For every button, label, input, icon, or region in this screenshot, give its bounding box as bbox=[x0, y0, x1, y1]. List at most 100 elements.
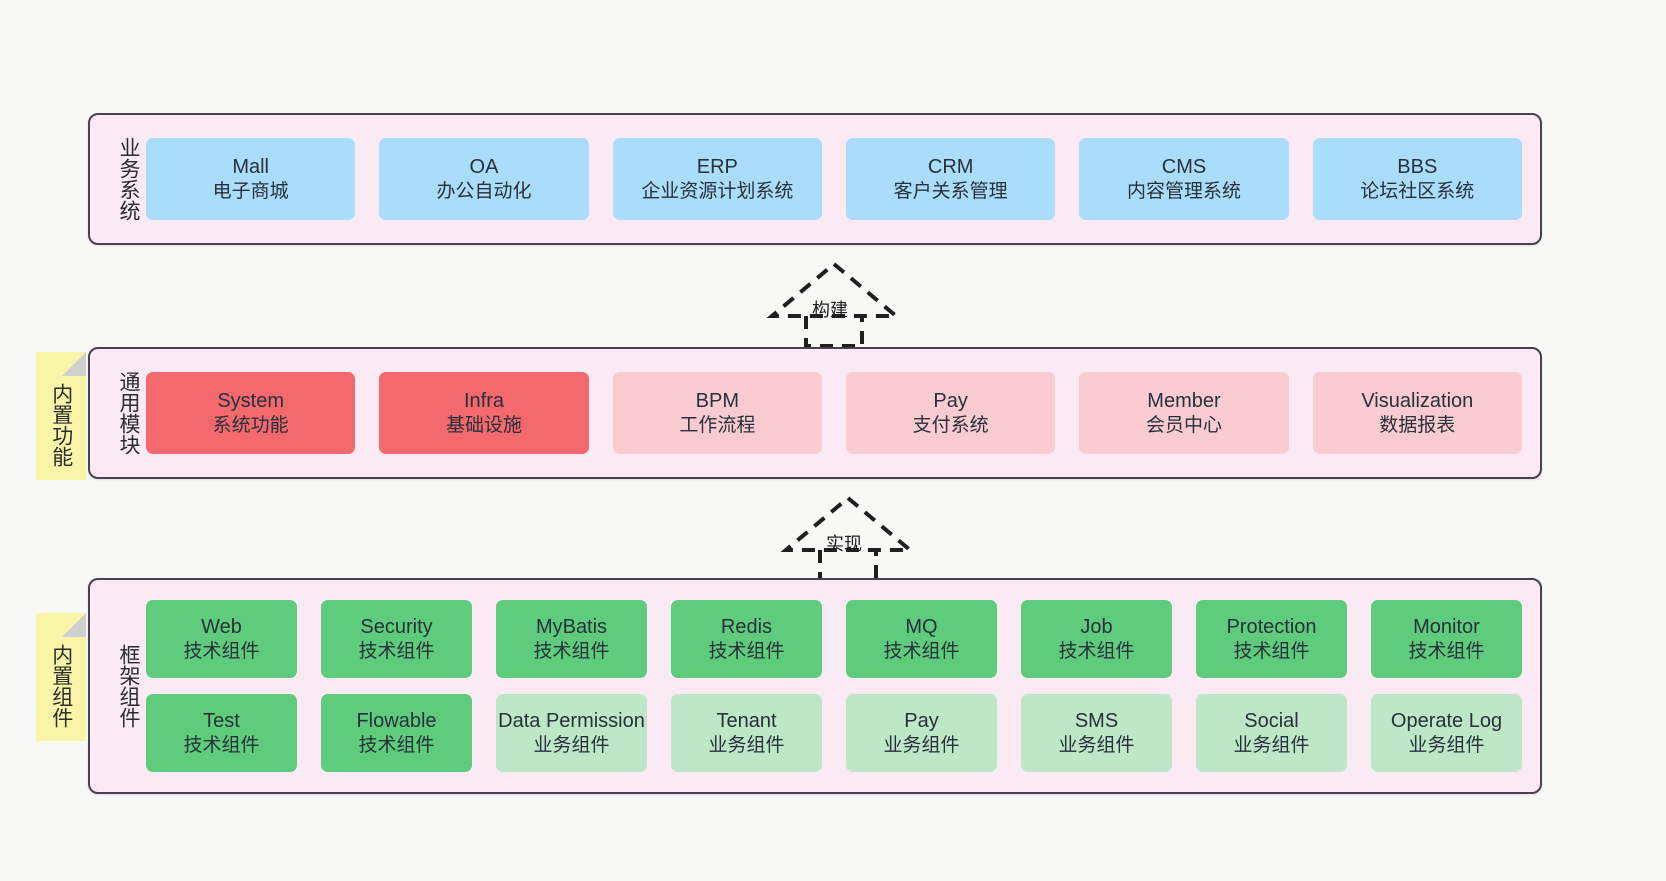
layer-framework-components: 框架组件 Web 技术组件 Security 技术组件 MyBatis 技术组件… bbox=[88, 578, 1542, 794]
card-mall-desc: 电子商城 bbox=[212, 180, 289, 202]
card-pay-component-name: Pay bbox=[904, 710, 939, 733]
card-infra-name: Infra bbox=[463, 390, 504, 413]
module-card-row: System 系统功能 Infra 基础设施 BPM 工作流程 Pay 支付系统… bbox=[146, 372, 1522, 454]
card-test-desc: 技术组件 bbox=[183, 734, 260, 756]
card-protection[interactable]: Protection 技术组件 bbox=[1196, 600, 1347, 678]
card-monitor[interactable]: Monitor 技术组件 bbox=[1371, 600, 1522, 678]
card-test-name: Test bbox=[203, 710, 240, 733]
card-pay-component[interactable]: Pay 业务组件 bbox=[846, 694, 997, 772]
layer-common-modules-body: System 系统功能 Infra 基础设施 BPM 工作流程 Pay 支付系统… bbox=[140, 349, 1540, 477]
card-sms[interactable]: SMS 业务组件 bbox=[1021, 694, 1172, 772]
card-job-desc: 技术组件 bbox=[1058, 640, 1135, 662]
card-bbs-desc: 论坛社区系统 bbox=[1360, 180, 1475, 202]
card-member-desc: 会员中心 bbox=[1145, 414, 1222, 436]
card-tenant-name: Tenant bbox=[716, 710, 777, 733]
card-erp-desc: 企业资源计划系统 bbox=[641, 180, 794, 202]
card-pay-module-name: Pay bbox=[933, 390, 968, 413]
layer-framework-components-title: 框架组件 bbox=[117, 644, 140, 728]
card-protection-desc: 技术组件 bbox=[1233, 640, 1310, 662]
card-mybatis-name: MyBatis bbox=[535, 616, 608, 639]
card-cms-name: CMS bbox=[1161, 156, 1207, 179]
card-monitor-desc: 技术组件 bbox=[1408, 640, 1485, 662]
card-oa-name: OA bbox=[469, 156, 499, 179]
card-operate-log-name: Operate Log bbox=[1390, 710, 1503, 733]
card-crm-name: CRM bbox=[927, 156, 974, 179]
framework-tech-row: Web 技术组件 Security 技术组件 MyBatis 技术组件 Redi… bbox=[146, 600, 1522, 678]
card-mq-desc: 技术组件 bbox=[883, 640, 960, 662]
connector-implement: 实现 bbox=[768, 492, 928, 582]
card-erp-name: ERP bbox=[696, 156, 738, 179]
business-card-row: Mall 电子商城 OA 办公自动化 ERP 企业资源计划系统 CRM 客户关系… bbox=[146, 138, 1522, 220]
card-sms-desc: 业务组件 bbox=[1058, 734, 1135, 756]
card-security-desc: 技术组件 bbox=[358, 640, 435, 662]
card-cms-desc: 内容管理系统 bbox=[1126, 180, 1241, 202]
card-member-name: Member bbox=[1147, 390, 1221, 413]
card-security-name: Security bbox=[360, 616, 433, 639]
card-security[interactable]: Security 技术组件 bbox=[321, 600, 472, 678]
card-web[interactable]: Web 技术组件 bbox=[146, 600, 297, 678]
card-system-name: System bbox=[217, 390, 284, 413]
card-mybatis[interactable]: MyBatis 技术组件 bbox=[496, 600, 647, 678]
card-visualization[interactable]: Visualization 数据报表 bbox=[1312, 372, 1522, 454]
card-bpm-name: BPM bbox=[695, 390, 739, 413]
card-redis[interactable]: Redis 技术组件 bbox=[671, 600, 822, 678]
card-test[interactable]: Test 技术组件 bbox=[146, 694, 297, 772]
card-flowable[interactable]: Flowable 技术组件 bbox=[321, 694, 472, 772]
card-protection-name: Protection bbox=[1226, 616, 1317, 639]
card-bbs[interactable]: BBS 论坛社区系统 bbox=[1312, 138, 1522, 220]
card-bpm-desc: 工作流程 bbox=[679, 414, 756, 436]
sticky-note-builtin-components-label: 内置组件 bbox=[49, 644, 73, 728]
card-member[interactable]: Member 会员中心 bbox=[1079, 372, 1289, 454]
card-flowable-name: Flowable bbox=[356, 710, 437, 733]
card-pay-module[interactable]: Pay 支付系统 bbox=[845, 372, 1056, 454]
card-mq[interactable]: MQ 技术组件 bbox=[846, 600, 997, 678]
layer-business-system-title: 业务系统 bbox=[117, 137, 140, 221]
card-bpm[interactable]: BPM 工作流程 bbox=[612, 372, 822, 454]
card-infra-desc: 基础设施 bbox=[445, 414, 522, 436]
card-tenant[interactable]: Tenant 业务组件 bbox=[671, 694, 822, 772]
card-data-permission-desc: 业务组件 bbox=[533, 734, 610, 756]
sticky-note-builtin-features: 内置功能 bbox=[36, 352, 86, 480]
card-system[interactable]: System 系统功能 bbox=[146, 372, 356, 454]
layer-framework-components-body: Web 技术组件 Security 技术组件 MyBatis 技术组件 Redi… bbox=[140, 580, 1540, 792]
card-mall[interactable]: Mall 电子商城 bbox=[146, 138, 356, 220]
card-infra[interactable]: Infra 基础设施 bbox=[379, 372, 589, 454]
card-visualization-name: Visualization bbox=[1361, 390, 1474, 413]
card-cms[interactable]: CMS 内容管理系统 bbox=[1079, 138, 1289, 220]
card-data-permission[interactable]: Data Permission 业务组件 bbox=[496, 694, 647, 772]
card-web-desc: 技术组件 bbox=[183, 640, 260, 662]
card-pay-component-desc: 业务组件 bbox=[883, 734, 960, 756]
layer-business-system-body: Mall 电子商城 OA 办公自动化 ERP 企业资源计划系统 CRM 客户关系… bbox=[140, 115, 1540, 243]
card-operate-log[interactable]: Operate Log 业务组件 bbox=[1371, 694, 1522, 772]
card-redis-name: Redis bbox=[720, 616, 773, 639]
card-job-name: Job bbox=[1080, 616, 1113, 639]
card-monitor-name: Monitor bbox=[1413, 616, 1480, 639]
sticky-note-builtin-features-label: 内置功能 bbox=[49, 383, 73, 467]
card-oa[interactable]: OA 办公自动化 bbox=[379, 138, 589, 220]
card-data-permission-name: Data Permission bbox=[498, 710, 645, 733]
connector-implement-label: 实现 bbox=[826, 534, 862, 554]
card-mq-name: MQ bbox=[905, 616, 938, 639]
layer-common-modules: 通用模块 System 系统功能 Infra 基础设施 BPM 工作流程 Pay… bbox=[88, 347, 1542, 479]
card-redis-desc: 技术组件 bbox=[708, 640, 785, 662]
connector-build-label: 构建 bbox=[812, 300, 848, 320]
connector-build: 构建 bbox=[754, 258, 914, 348]
card-bbs-name: BBS bbox=[1397, 156, 1438, 179]
layer-common-modules-title: 通用模块 bbox=[117, 371, 140, 455]
card-web-name: Web bbox=[201, 616, 242, 639]
card-pay-module-desc: 支付系统 bbox=[912, 414, 989, 436]
connector-build-arrow-icon bbox=[766, 261, 902, 348]
connector-implement-arrow-icon bbox=[780, 495, 916, 582]
card-job[interactable]: Job 技术组件 bbox=[1021, 600, 1172, 678]
card-crm-desc: 客户关系管理 bbox=[893, 180, 1008, 202]
card-mall-name: Mall bbox=[232, 156, 269, 179]
card-mybatis-desc: 技术组件 bbox=[533, 640, 610, 662]
card-visualization-desc: 数据报表 bbox=[1379, 414, 1456, 436]
card-erp[interactable]: ERP 企业资源计划系统 bbox=[612, 138, 822, 220]
card-crm[interactable]: CRM 客户关系管理 bbox=[845, 138, 1056, 220]
card-system-desc: 系统功能 bbox=[212, 414, 289, 436]
card-social[interactable]: Social 业务组件 bbox=[1196, 694, 1347, 772]
card-tenant-desc: 业务组件 bbox=[708, 734, 785, 756]
card-sms-name: SMS bbox=[1074, 710, 1119, 733]
